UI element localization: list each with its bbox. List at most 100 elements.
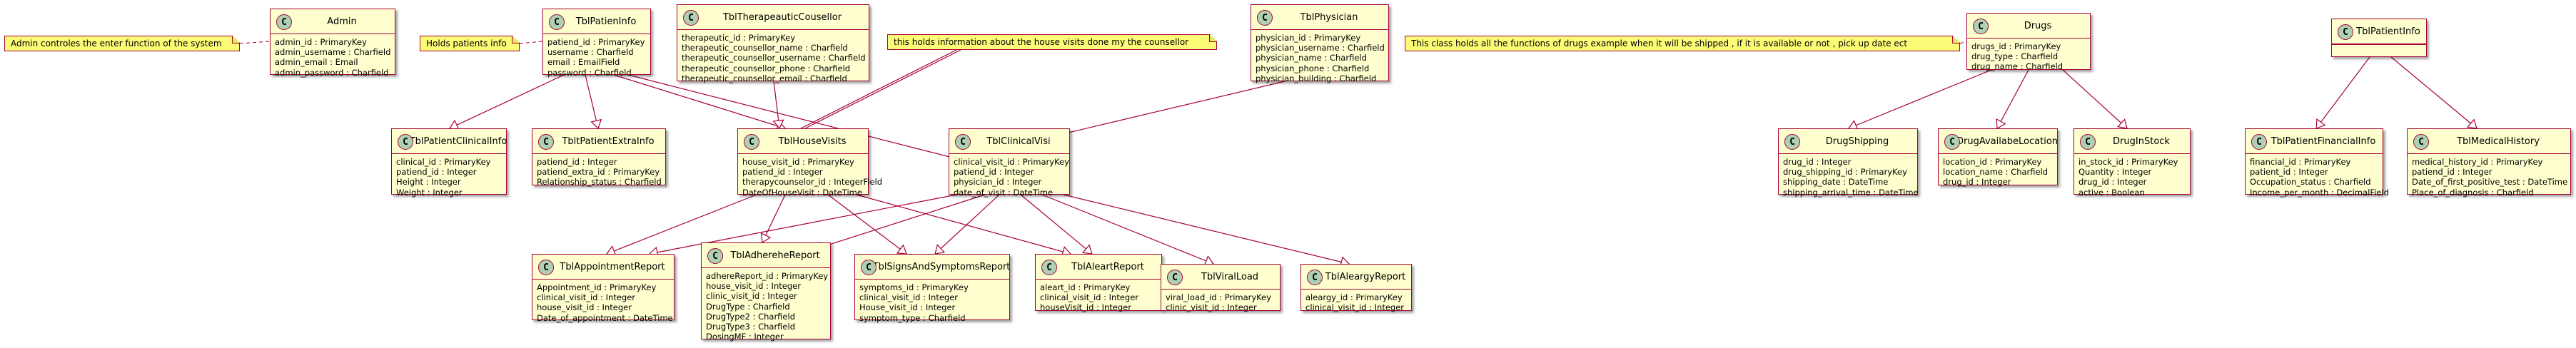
class-attribute: clinical_visit_id : Integer	[1305, 302, 1405, 313]
inheritance-arrowhead	[2315, 118, 2326, 129]
class-icon: C	[1257, 10, 1273, 26]
note-patient-text: Holds patients info	[426, 39, 507, 48]
class-attribute: symptom_type : Charfield	[859, 312, 966, 323]
class-name: DrugInStock	[2113, 135, 2170, 147]
relationship-edge	[1041, 194, 1214, 265]
inheritance-arrowhead	[760, 232, 772, 244]
class-attribute: drug_shipping_id : PrimaryKey	[1783, 167, 1907, 178]
class-attribute: viral_load_id : PrimaryKey	[1166, 292, 1272, 302]
class-name: TblPhysician	[1300, 11, 1358, 23]
class-attribute: physician_username : Charfield	[1256, 43, 1385, 53]
class-drugs: C Drugs drugs_id : PrimaryKey drug_type :…	[1966, 13, 2091, 72]
relationship-edge	[934, 194, 1000, 255]
class-attribute: in_stock_id : PrimaryKey	[2079, 157, 2178, 167]
class-attribute: Quantity : Integer	[2079, 167, 2152, 178]
class-icon: C	[1307, 270, 1323, 285]
class-attribute: DateOfHouseVisit : DateTime	[742, 187, 862, 198]
class-attribute: shipping_arrival_time : DateTime	[1783, 187, 1919, 198]
class-name: TblAdhereheReport	[730, 250, 820, 261]
note-admin: Admin controles the enter function of th…	[4, 36, 240, 51]
class-attribute: adhereReport_id : PrimaryKey	[706, 271, 829, 281]
relationship-edge	[1056, 81, 1286, 136]
relationship-edge	[649, 194, 957, 255]
class-attribute: financial_id : PrimaryKey	[2250, 157, 2351, 167]
relationship-edge	[1996, 69, 2029, 129]
class-attribute: date_of_visit : DateTime	[954, 187, 1054, 198]
class-attribute: Weight : Integer	[396, 187, 463, 198]
class-name: TblTherapeauticCousellor	[722, 11, 842, 23]
class-attribute: House_visit_id : Integer	[859, 302, 956, 313]
class-attribute: drug_type : Charfield	[1971, 51, 2059, 62]
class-icon: C	[2080, 134, 2096, 150]
class-attribute: location_name : Charfield	[1943, 167, 2049, 178]
class-icon: C	[861, 260, 877, 275]
class-attribute: active : Boolean	[2079, 187, 2145, 198]
class-attribute: Occupation_status : Charfield	[2250, 177, 2371, 188]
class-drug-in-stock: C DrugInStock in_stock_id : PrimaryKey Qu…	[2074, 128, 2191, 198]
class-name: Admin	[327, 16, 357, 27]
class-icon: C	[2251, 134, 2267, 150]
class-attribute: symptoms_id : PrimaryKey	[859, 282, 969, 292]
class-name: TblAleargyReport	[1325, 271, 1406, 282]
class-attribute: drugs_id : PrimaryKey	[1971, 41, 2061, 51]
note-connector	[1959, 41, 1967, 44]
inheritance-arrowhead	[590, 118, 602, 130]
class-attribute: username : Charfield	[547, 47, 634, 58]
class-attribute: Date_of_appointment : DateTime	[537, 312, 673, 323]
class-icon: C	[398, 134, 413, 150]
relationship-edge	[2390, 56, 2477, 129]
class-attribute: patiend_id : Integer	[954, 167, 1034, 178]
class-attribute: physician_phone : Charfield	[1256, 63, 1370, 73]
class-attribute: Date_of_first_positive_test : DateTime	[2412, 177, 2568, 188]
relationship-edge	[585, 74, 599, 129]
note-drugs: This class holds all the functions of dr…	[1405, 36, 1960, 51]
class-tbl-adherehe-report: C TblAdhereheReport adhereReport_id : Pri…	[701, 242, 831, 342]
class-icon: C	[1167, 270, 1183, 285]
class-name: Drugs	[2024, 20, 2052, 31]
class-name: TblPatientFinancialInfo	[2271, 135, 2376, 147]
class-attribute: therapeutic_counsellor_email : Charfield	[682, 73, 847, 83]
relationship-edge	[762, 194, 786, 243]
class-attribute: houseVisit_id : Integer	[1040, 302, 1131, 313]
note-patient: Holds patients info	[420, 36, 520, 51]
class-attribute: clinical_visit_id : Integer	[1040, 292, 1139, 303]
note-admin-text: Admin controles the enter function of th…	[11, 39, 222, 48]
relationship-edge	[813, 194, 986, 250]
class-name: TblViralLoad	[1201, 271, 1259, 282]
class-icon: C	[1973, 19, 1989, 34]
class-attribute: Height : Integer	[396, 177, 461, 188]
class-attribute: drug_name : Charfield	[1971, 61, 2064, 72]
note-house-visits-text: this holds information about the house v…	[894, 37, 1189, 47]
class-name: TblSignsAndSymptomsReport	[872, 261, 1011, 272]
class-icon: C	[707, 248, 723, 264]
class-attribute: patiend_id : PrimaryKey	[547, 37, 645, 47]
class-icon: C	[2338, 24, 2353, 40]
class-attribute: patiend_id : Integer	[2412, 167, 2492, 178]
class-attribute: patiend_id : Integer	[396, 167, 477, 178]
class-tbl-viral-load: C TblViralLoad viral_load_id : PrimaryKey…	[1161, 264, 1281, 312]
class-name: TblMedicalHistory	[2457, 135, 2540, 147]
class-attribute: medical_history_id : PrimaryKey	[2412, 157, 2543, 167]
class-name: TblHouseVisits	[778, 135, 847, 147]
class-attribute: patient_id : Integer	[2250, 167, 2328, 178]
class-attribute: therapycounselor_id : IntegerField	[742, 177, 883, 188]
class-name: DrugAvailabeLocation	[1956, 135, 2059, 147]
class-attribute: admin_username : Charfield	[275, 47, 391, 58]
class-tbl-patient-financial-info: C TblPatientFinancialInfo financial_id : …	[2245, 128, 2389, 198]
relationship-edge	[1848, 69, 1992, 129]
class-name: TblAppointmentReport	[560, 261, 665, 272]
relationship-edge	[1020, 194, 1093, 255]
inheritance-arrowhead	[1996, 118, 2006, 129]
class-attribute: patiend_id : Integer	[537, 157, 617, 167]
class-attribute: physician_id : PrimaryKey	[1256, 33, 1361, 43]
relationship-edge	[1063, 194, 1350, 265]
